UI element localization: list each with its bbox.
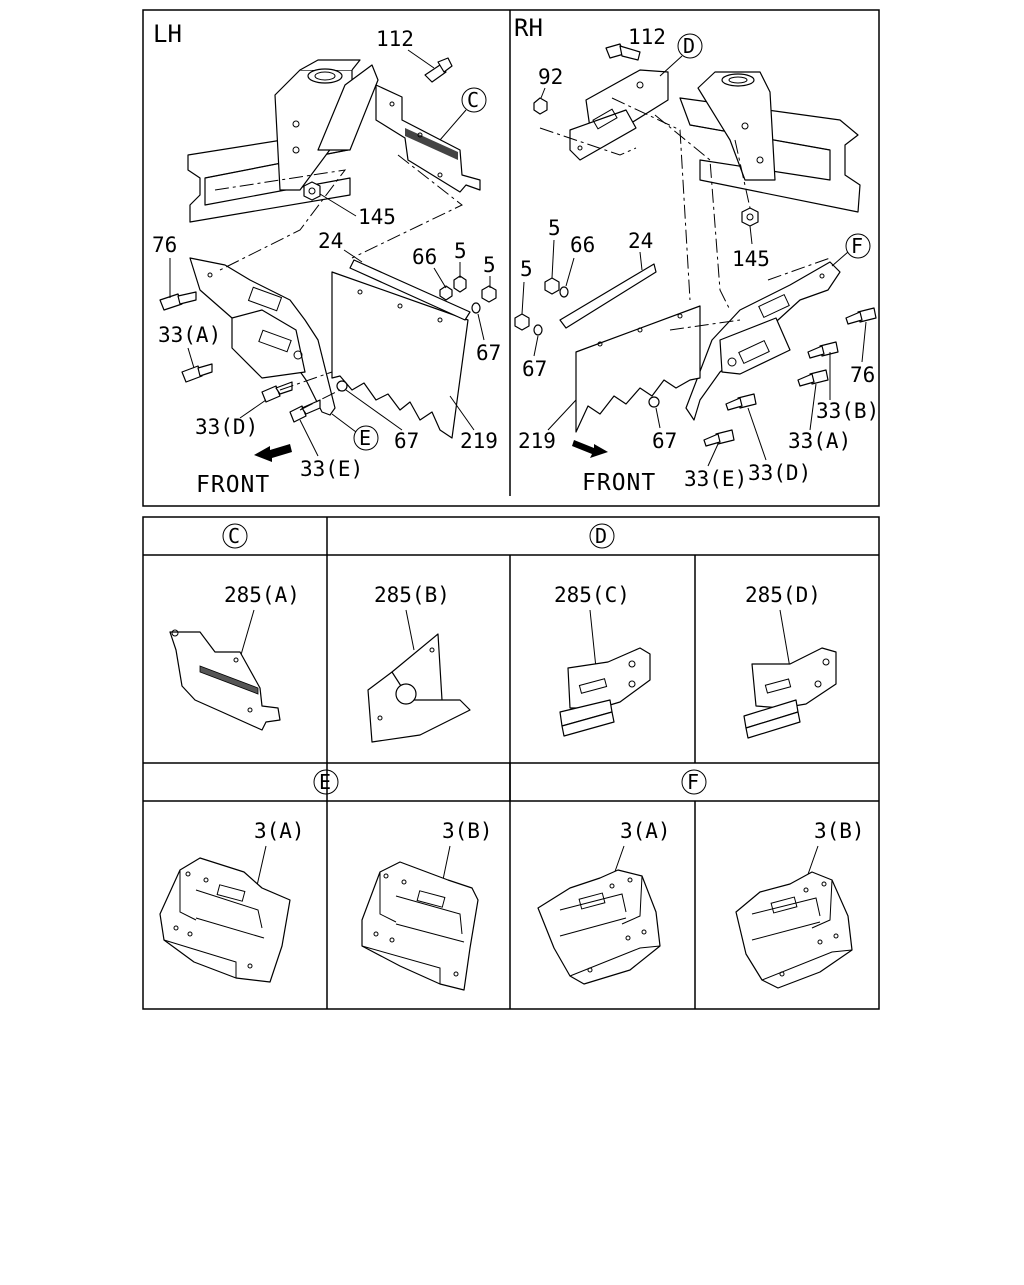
detail-header-f: F <box>681 769 707 795</box>
rh-side-label: RH <box>514 14 543 42</box>
lh-strip-24 <box>349 259 471 321</box>
rh-callout-76: 76 <box>850 363 875 387</box>
lh-bracket-285a <box>375 84 481 193</box>
rh-frame-bracket <box>697 71 776 181</box>
lh-callout-33a: 33(A) <box>158 323 221 347</box>
rh-callout-d: D <box>683 34 695 58</box>
detail-header-d: D <box>589 523 615 549</box>
lh-hardware <box>159 275 497 423</box>
svg-text:285(B): 285(B) <box>374 583 450 607</box>
rh-callout-112: 112 <box>628 25 666 49</box>
rh-mudguard-bracket <box>685 261 841 421</box>
lh-side-label: LH <box>153 20 182 48</box>
lh-callout-24: 24 <box>318 229 343 253</box>
rh-callout-f: F <box>851 234 863 258</box>
lh-callout-33e: 33(E) <box>300 457 363 481</box>
svg-text:F: F <box>687 770 699 794</box>
rh-callout-145: 145 <box>732 247 770 271</box>
lh-callout-5a: 5 <box>454 239 467 263</box>
svg-text:285(A): 285(A) <box>224 583 300 607</box>
svg-text:3(B): 3(B) <box>442 819 493 843</box>
rh-callout-33b: 33(B) <box>816 399 879 423</box>
lh-callout-e: E <box>359 426 371 450</box>
detail-cell-285d: 285(D) <box>743 583 837 739</box>
lh-callout-c-circle <box>461 87 487 113</box>
svg-text:D: D <box>595 524 607 548</box>
detail-cell-285b: 285(B) <box>367 583 471 743</box>
svg-text:C: C <box>228 524 240 548</box>
svg-text:E: E <box>319 770 331 794</box>
rh-bolt-112 <box>605 43 641 61</box>
rh-strip-24 <box>559 263 657 329</box>
svg-text:3(A): 3(A) <box>254 819 305 843</box>
rh-nut-145 <box>741 207 759 227</box>
exploded-view-frame <box>142 9 880 507</box>
detail-grid <box>142 516 880 1010</box>
detail-cell-285a: 285(A) <box>169 583 300 731</box>
svg-text:3(B): 3(B) <box>814 819 865 843</box>
lh-callout-112: 112 <box>376 27 414 51</box>
rh-panel: RH <box>514 14 879 496</box>
rh-mud-flap-219 <box>575 305 701 433</box>
rh-callouts: 112 D 92 145 F 5 66 24 5 67 76 33(B) <box>518 25 879 491</box>
rh-callout-24: 24 <box>628 229 653 253</box>
lh-callout-219: 219 <box>460 429 498 453</box>
lh-callout-33d: 33(D) <box>195 415 258 439</box>
lh-callout-145: 145 <box>358 205 396 229</box>
detail-cell-3a-e: 3(A) <box>159 819 305 983</box>
rh-front-arrow <box>572 440 608 458</box>
rh-callout-67a: 67 <box>522 357 547 381</box>
svg-text:3(A): 3(A) <box>620 819 671 843</box>
lh-bolt-112 <box>424 57 453 83</box>
lh-callout-67a: 67 <box>476 341 501 365</box>
lh-front-arrow <box>254 444 292 462</box>
detail-header-c: C <box>222 523 248 549</box>
rh-nut-92 <box>533 97 548 115</box>
lh-nut-145 <box>303 181 321 201</box>
lh-callout-76: 76 <box>152 233 177 257</box>
lh-front-label: FRONT <box>196 472 270 498</box>
lh-callout-c: C <box>467 88 479 112</box>
rh-callout-d-circle <box>677 33 703 59</box>
rh-callout-5b: 5 <box>520 257 533 281</box>
detail-cell-3b-e: 3(B) <box>361 819 493 991</box>
lh-callout-67b: 67 <box>394 429 419 453</box>
rh-callout-5a: 5 <box>548 216 561 240</box>
lh-panel: LH <box>152 20 501 498</box>
lh-frame-bracket <box>274 59 379 191</box>
detail-cell-3b-f: 3(B) <box>735 819 865 989</box>
rh-callout-33d: 33(D) <box>748 461 811 485</box>
detail-header-e: E <box>313 769 339 795</box>
lh-mud-flap-219 <box>331 271 469 439</box>
rh-callout-33e: 33(E) <box>684 467 747 491</box>
rh-callout-33a: 33(A) <box>788 429 851 453</box>
rh-bracket-285 <box>569 69 669 161</box>
rh-callout-66: 66 <box>570 233 595 257</box>
rh-callout-67b: 67 <box>652 429 677 453</box>
detail-cell-285c: 285(C) <box>554 583 651 737</box>
rh-callout-f-circle <box>845 233 871 259</box>
lh-callout-5b: 5 <box>483 253 496 277</box>
lh-callouts: 112 C 145 76 24 66 5 5 33(A) 67 33(D) E <box>152 27 501 481</box>
lh-callout-e-circle <box>353 425 379 451</box>
lh-mudguard-bracket <box>189 257 336 416</box>
lh-assembly-lines <box>214 154 463 411</box>
svg-text:285(D): 285(D) <box>745 583 821 607</box>
svg-text:285(C): 285(C) <box>554 583 630 607</box>
detail-cell-3a-f: 3(A) <box>537 819 671 985</box>
rh-callout-92: 92 <box>538 65 563 89</box>
rh-assembly-lines <box>539 97 831 331</box>
rh-callout-219: 219 <box>518 429 556 453</box>
rh-hardware <box>514 277 877 447</box>
lh-callout-66: 66 <box>412 245 437 269</box>
rh-front-label: FRONT <box>582 470 656 496</box>
